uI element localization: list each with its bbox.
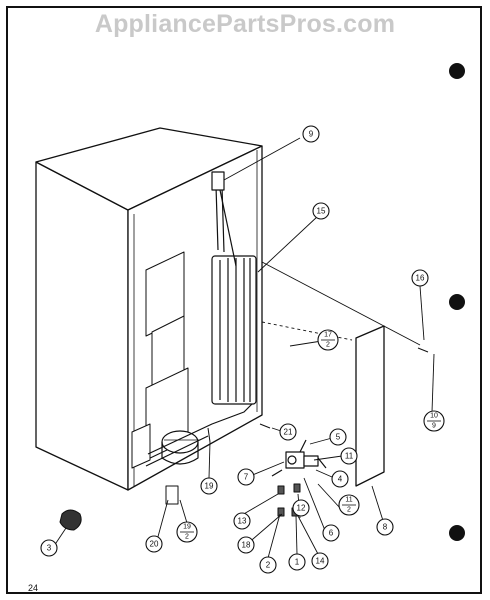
callout-4 bbox=[331, 470, 349, 488]
callout-9-label: 9 bbox=[309, 130, 314, 139]
callout-17-2-denominator: 2 bbox=[326, 342, 330, 349]
callout-18 bbox=[237, 536, 255, 554]
callout-7-label: 7 bbox=[244, 473, 249, 482]
callout-4-label: 4 bbox=[338, 475, 343, 484]
callout-11 bbox=[340, 447, 358, 465]
callout-10-9-denominator: 9 bbox=[432, 423, 436, 430]
callout-14-label: 14 bbox=[316, 557, 325, 566]
callout-20 bbox=[145, 535, 163, 553]
callout-2 bbox=[259, 556, 277, 574]
page-number: 24 bbox=[28, 583, 39, 593]
callout-11-2-numerator: 11 bbox=[345, 497, 352, 504]
callout-16-label: 16 bbox=[416, 274, 425, 283]
callout-19 bbox=[200, 477, 218, 495]
callout-19-2-numerator: 19 bbox=[183, 524, 191, 531]
callout-9 bbox=[302, 125, 320, 143]
callout-6-label: 6 bbox=[329, 529, 334, 538]
registration-dot bbox=[449, 525, 465, 541]
condenser-tubing bbox=[211, 171, 257, 405]
callout-13 bbox=[233, 512, 251, 530]
callout-15 bbox=[312, 202, 330, 220]
callout-18-label: 18 bbox=[242, 541, 251, 550]
callout-7 bbox=[237, 468, 255, 486]
callout-15-label: 15 bbox=[317, 207, 326, 216]
callout-19-2-denominator: 2 bbox=[185, 534, 189, 541]
callout-21 bbox=[279, 423, 297, 441]
callout-17-2-numerator: 17 bbox=[324, 332, 332, 339]
rear-panels bbox=[131, 251, 189, 469]
callout-11-label: 11 bbox=[345, 452, 354, 461]
callout-11-2-denominator: 2 bbox=[347, 507, 351, 514]
back-cover-panel bbox=[355, 325, 385, 487]
callout-14 bbox=[311, 552, 329, 570]
callout-21-label: 21 bbox=[284, 428, 293, 437]
callout-1-label: 1 bbox=[295, 558, 300, 567]
callout-8-label: 8 bbox=[383, 523, 388, 532]
callout-8 bbox=[376, 518, 394, 536]
callout-12-label: 12 bbox=[297, 504, 306, 513]
callout-5-label: 5 bbox=[336, 433, 341, 442]
callout-6 bbox=[322, 524, 340, 542]
callout-1 bbox=[288, 553, 306, 571]
compressor bbox=[145, 403, 253, 467]
callout-20-label: 20 bbox=[150, 540, 159, 549]
water-valve-assembly bbox=[271, 439, 327, 477]
callout-10-9-numerator: 10 bbox=[430, 413, 438, 420]
callout-12 bbox=[292, 499, 310, 517]
callout-3 bbox=[40, 539, 58, 557]
callout-3-label: 3 bbox=[47, 544, 52, 553]
callout-19-label: 19 bbox=[205, 482, 214, 491]
callout-13-label: 13 bbox=[238, 517, 247, 526]
callout-5 bbox=[329, 428, 347, 446]
registration-dot bbox=[449, 294, 465, 310]
watermark: AppliancePartsPros.com bbox=[94, 10, 396, 38]
diagram-border bbox=[6, 6, 482, 594]
registration-dot bbox=[449, 63, 465, 79]
callout-2-label: 2 bbox=[266, 561, 271, 570]
callout-16 bbox=[411, 269, 429, 287]
